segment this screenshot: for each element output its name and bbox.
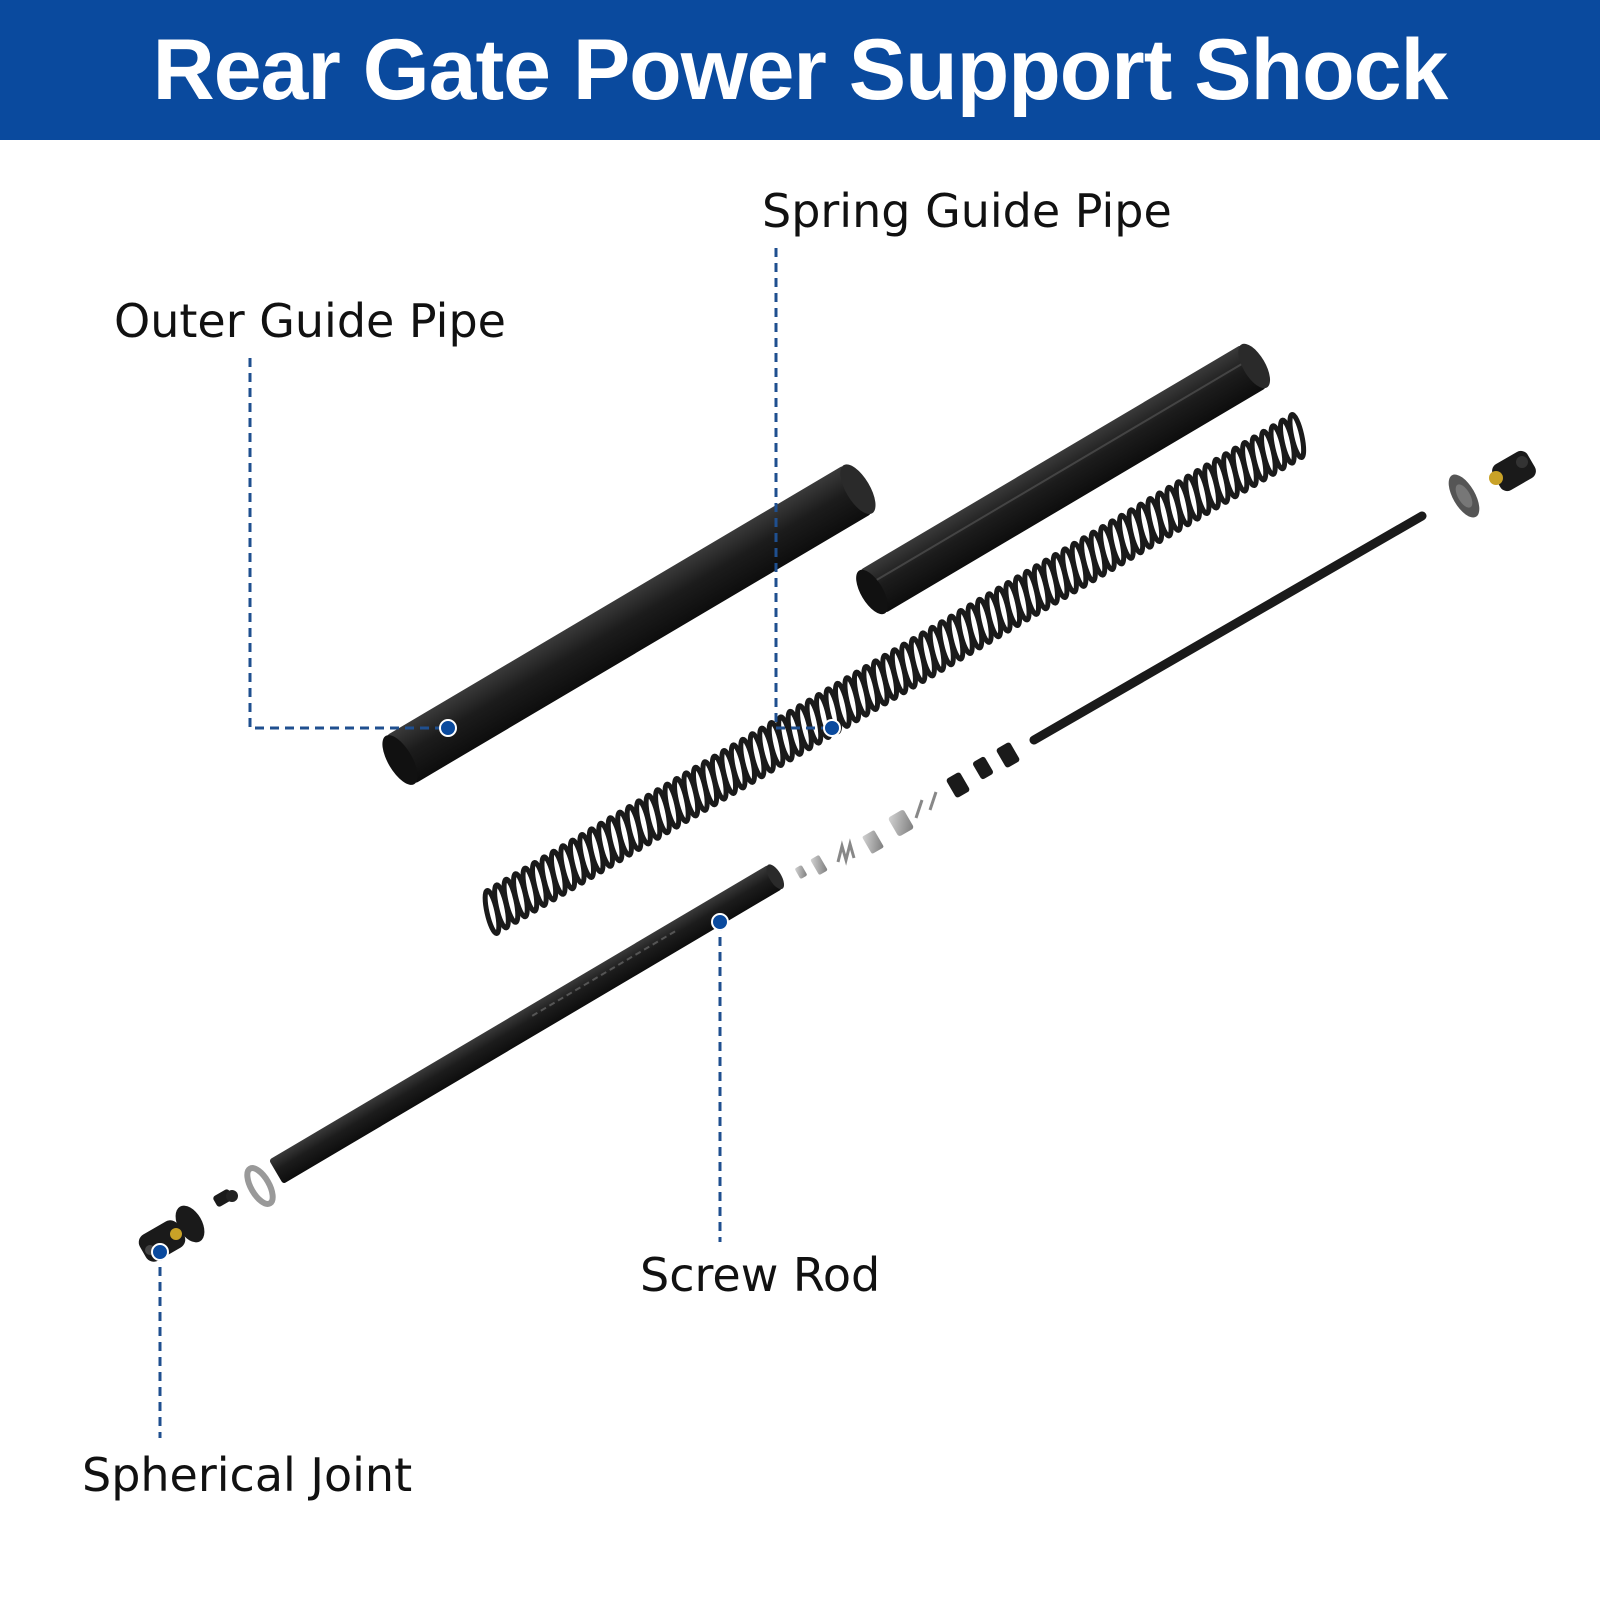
outer-guide-pipe [382,464,876,785]
marker-dots [151,719,841,1261]
title-banner: Rear Gate Power Support Shock [0,0,1600,140]
screw-rod-part [269,864,785,1183]
label-outer-guide-pipe: Outer Guide Pipe [114,294,506,348]
marker-spherical-joint [151,1243,169,1261]
spring-coils [482,412,1307,936]
label-spring-guide-pipe: Spring Guide Pipe [762,184,1172,238]
marker-spring-guide-pipe [823,719,841,737]
leader-spring-guide-pipe [774,248,832,730]
piston-rod [1029,511,1427,745]
spring-coil [1287,412,1307,461]
label-spherical-joint: Spherical Joint [82,1448,413,1502]
upper-end-fitting [1448,450,1536,518]
spring-guide-pipe [856,343,1271,615]
spring [482,412,1307,936]
marker-screw-rod [711,913,729,931]
label-screw-rod: Screw Rod [640,1248,881,1302]
marker-outer-guide-pipe [439,719,457,737]
lower-end-fitting [138,1165,276,1262]
leader-lines [158,248,832,1438]
page-title: Rear Gate Power Support Shock [152,22,1449,118]
internal-components [795,742,1020,879]
leader-outer-guide-pipe [248,358,448,730]
